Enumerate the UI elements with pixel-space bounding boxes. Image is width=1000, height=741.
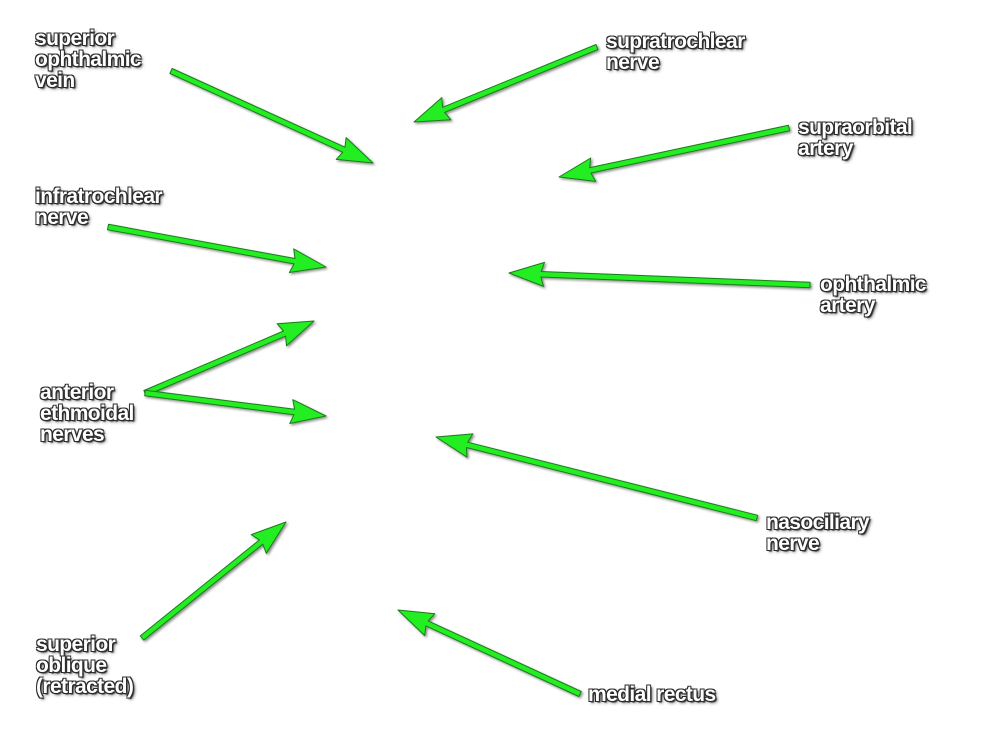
label-anterior-ethmoidal-nerves: anterior ethmoidal nerves [40,382,134,445]
arrow-medial-rectus [397,609,582,697]
arrow-supratrochlear-nerve [413,44,599,123]
label-infratrochlear-nerve: infratrochlear nerve [35,185,163,229]
label-supratrochlear-nerve: supratrochlear nerve [606,31,745,73]
label-line: ophthalmic [35,48,142,71]
arrow-superior-ophthalmic-vein [169,68,374,164]
label-line: nerve [606,51,660,74]
arrow-ophthalmic-artery [508,261,811,289]
label-line: artery [798,137,853,160]
arrow-anterior-ethmoidal-lower [144,389,327,424]
label-line: oblique [36,654,107,677]
label-line: vein [35,69,75,92]
label-line: supratrochlear [606,30,745,53]
label-ophthalmic-artery: ophthalmic artery [820,273,927,317]
label-line: (retracted) [36,675,134,698]
arrow-anterior-ethmoidal-upper [143,320,315,396]
label-superior-oblique: superior oblique (retracted) [36,633,134,698]
label-line: medial rectus [588,683,716,706]
label-line: nerve [35,206,89,229]
label-line: artery [820,294,875,317]
label-line: superior [36,633,116,656]
arrow-supraorbital-artery [558,124,791,182]
arrow-superior-oblique [139,521,287,641]
label-line: superior [35,27,115,50]
label-line: ethmoidal [40,402,134,425]
arrow-infratrochlear-nerve [107,223,327,273]
label-medial-rectus: medial rectus [588,684,716,705]
label-line: supraorbital [798,116,913,139]
arrow-nasociliary-nerve [435,433,759,522]
label-line: anterior [40,381,114,404]
label-line: infratrochlear [35,185,163,208]
label-supraorbital-artery: supraorbital artery [798,116,913,160]
label-superior-ophthalmic-vein: superior ophthalmic vein [35,27,142,92]
label-line: nerve [766,532,820,555]
label-nasociliary-nerve: nasociliary nerve [766,511,870,555]
label-line: nerves [40,423,105,446]
label-line: nasociliary [766,511,870,534]
label-line: ophthalmic [820,273,927,296]
